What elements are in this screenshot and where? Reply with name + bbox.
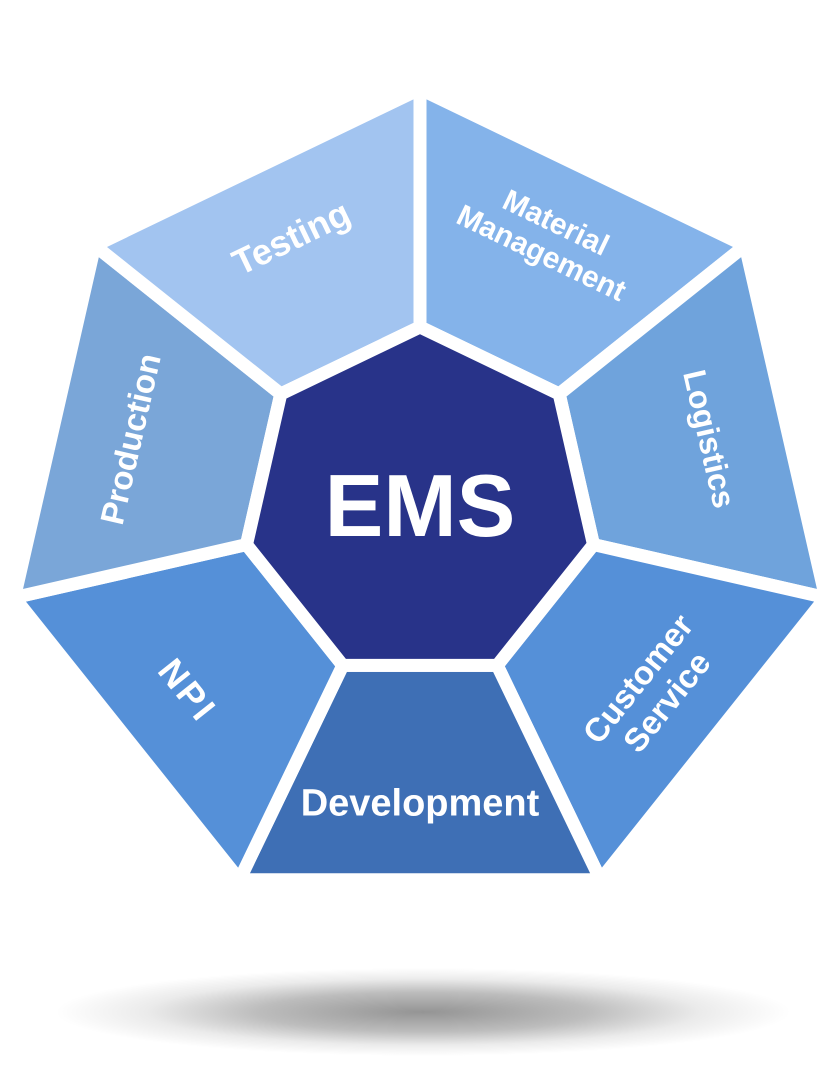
segment-label-line: Development	[301, 782, 540, 824]
segment-label-development: Development	[301, 782, 540, 824]
center-label: EMS	[325, 456, 516, 555]
drop-shadow	[55, 968, 791, 1056]
center-heptagon	[239, 319, 601, 672]
